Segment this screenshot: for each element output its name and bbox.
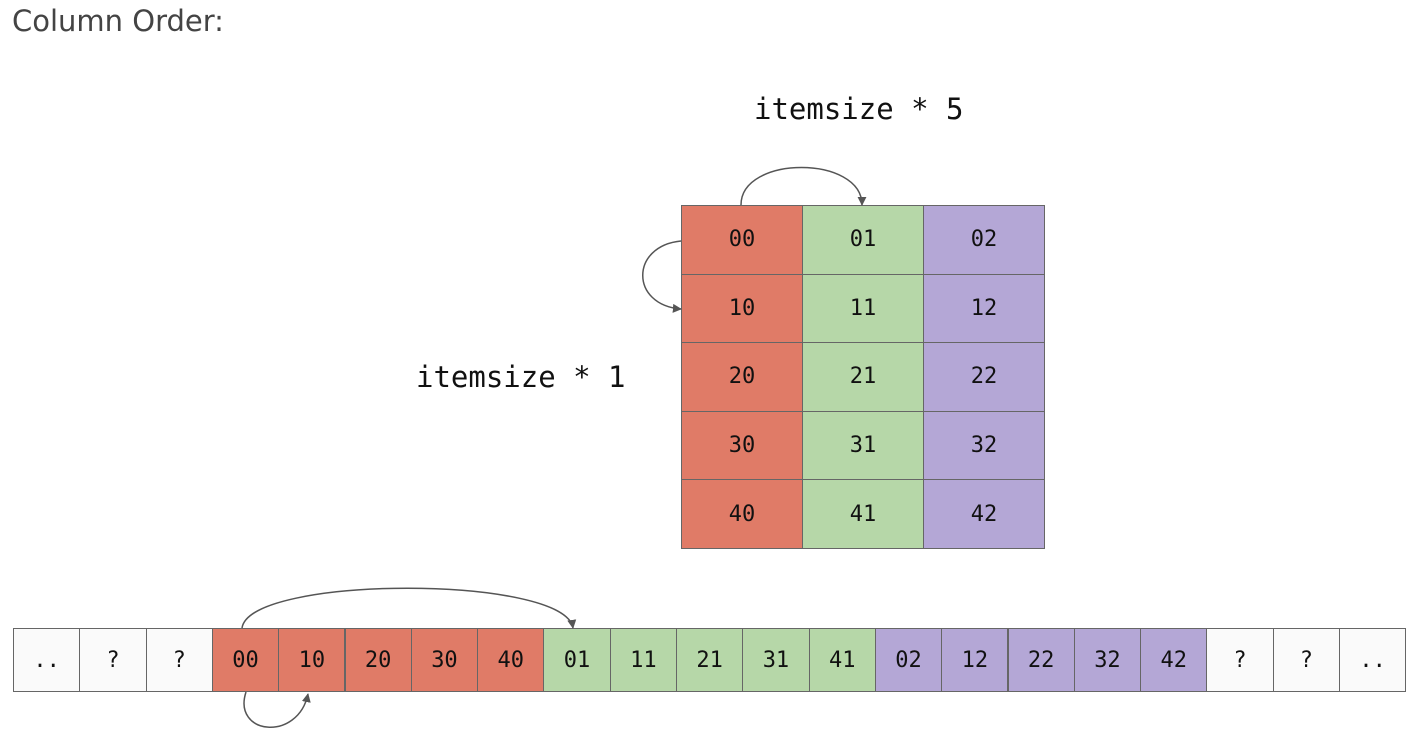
grid-cell: 02 bbox=[923, 205, 1045, 275]
memory-cell: 31 bbox=[742, 628, 810, 692]
memory-cell: 22 bbox=[1007, 628, 1075, 692]
grid-cell: 31 bbox=[802, 410, 924, 481]
memory-cell: .. bbox=[1339, 628, 1407, 692]
memory-cell: 30 bbox=[410, 628, 479, 692]
memory-row-stride-arrow bbox=[243, 691, 311, 728]
memory-cell: 12 bbox=[941, 628, 1009, 692]
memory-cell: 40 bbox=[477, 628, 545, 692]
column-stride-label: itemsize * 5 bbox=[754, 92, 964, 126]
memory-column-stride-arrow bbox=[241, 587, 577, 629]
memory-cell: 42 bbox=[1140, 628, 1208, 692]
grid-cell: 10 bbox=[681, 273, 803, 344]
memory-cell: 32 bbox=[1073, 628, 1142, 692]
memory-cell: 00 bbox=[211, 628, 280, 692]
memory-cell: ? bbox=[1206, 628, 1274, 692]
memory-cell: 01 bbox=[543, 628, 611, 692]
memory-cell: ? bbox=[145, 628, 213, 692]
grid-cell: 32 bbox=[923, 410, 1045, 481]
grid-cell: 22 bbox=[923, 342, 1045, 412]
grid-cell: 11 bbox=[802, 273, 924, 344]
memory-cell: 11 bbox=[609, 628, 677, 692]
row-stride-label: itemsize * 1 bbox=[416, 360, 626, 394]
memory-cell: 41 bbox=[808, 628, 876, 692]
memory-cell: 02 bbox=[874, 628, 943, 692]
grid-cell: 42 bbox=[923, 479, 1045, 549]
memory-cell: ? bbox=[79, 628, 147, 692]
grid-row-stride-arrow bbox=[642, 240, 682, 313]
grid-cell: 41 bbox=[802, 479, 924, 549]
memory-cell: ? bbox=[1272, 628, 1340, 692]
memory-cell: 10 bbox=[278, 628, 346, 692]
memory-cell: 21 bbox=[676, 628, 744, 692]
grid-cell: 20 bbox=[681, 342, 803, 412]
memory-cell: 20 bbox=[344, 628, 412, 692]
grid-column-stride-arrow bbox=[740, 166, 867, 206]
grid-cell: 30 bbox=[681, 410, 803, 481]
grid-cell: 12 bbox=[923, 273, 1045, 344]
page-heading: Column Order: bbox=[12, 4, 224, 38]
